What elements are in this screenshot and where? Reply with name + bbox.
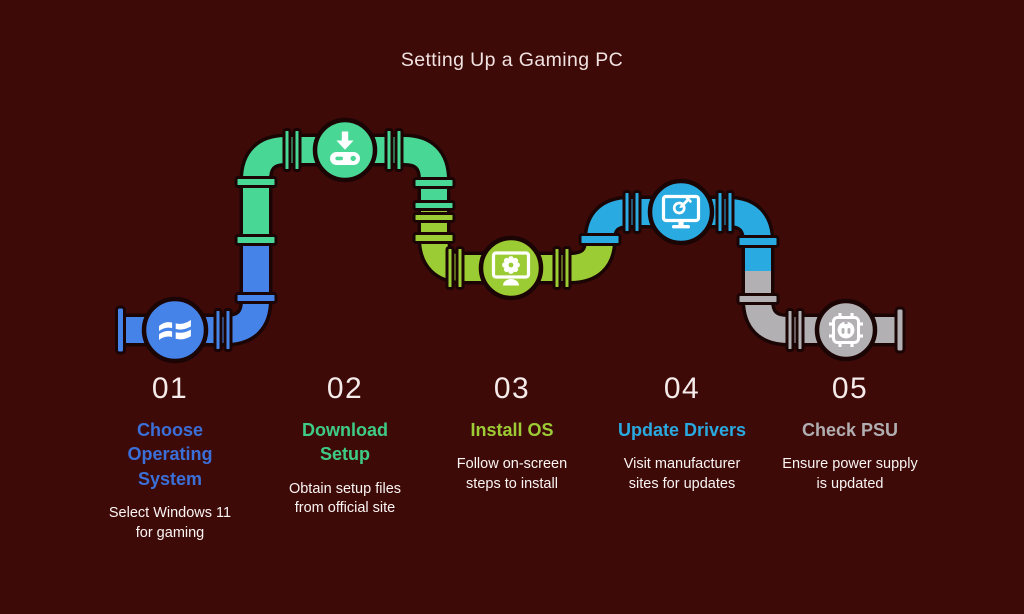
pipe-couplings <box>115 128 906 355</box>
chip-plug-icon <box>829 313 863 347</box>
step-heading: Check PSU <box>801 420 899 440</box>
step-number: 03 <box>493 372 531 405</box>
step-heading: Update Drivers <box>617 420 747 440</box>
step-column-5: 05 Check PSU Ensure power supply is upda… <box>750 372 950 494</box>
node-step-2 <box>312 117 378 183</box>
step-number: 04 <box>663 372 701 405</box>
step-number: 02 <box>326 372 364 405</box>
step-number: 01 <box>151 372 189 405</box>
step-heading: Choose Operating System <box>127 420 213 489</box>
step-column-2: 02 Download Setup Obtain setup files fro… <box>245 372 445 518</box>
step-column-3: 03 Install OS Follow on-screen steps to … <box>412 372 612 494</box>
node-step-4 <box>647 178 715 246</box>
step-heading: Download Setup <box>302 420 388 465</box>
step-column-4: 04 Update Drivers Visit manufacturer sit… <box>582 372 782 494</box>
node-step-1 <box>141 296 209 364</box>
step-column-1: 01 Choose Operating System Select Window… <box>70 372 270 543</box>
step-description: Ensure power supply is updated <box>782 456 918 492</box>
monitor-gear-icon <box>491 251 531 286</box>
node-step-5 <box>814 298 878 362</box>
windows-logo-icon <box>159 319 191 340</box>
step-heading: Install OS <box>470 420 554 440</box>
step-description: Select Windows 11 for gaming <box>108 505 232 541</box>
step-description: Obtain setup files from official site <box>288 480 402 517</box>
download-icon <box>330 131 360 165</box>
page-title: Setting Up a Gaming PC <box>400 49 624 71</box>
monitor-dart-icon <box>661 194 701 229</box>
step-number: 05 <box>831 372 869 405</box>
step-description: Visit manufacturer sites for updates <box>623 456 741 492</box>
step-description: Follow on-screen steps to install <box>456 456 568 492</box>
node-step-3 <box>478 235 544 301</box>
